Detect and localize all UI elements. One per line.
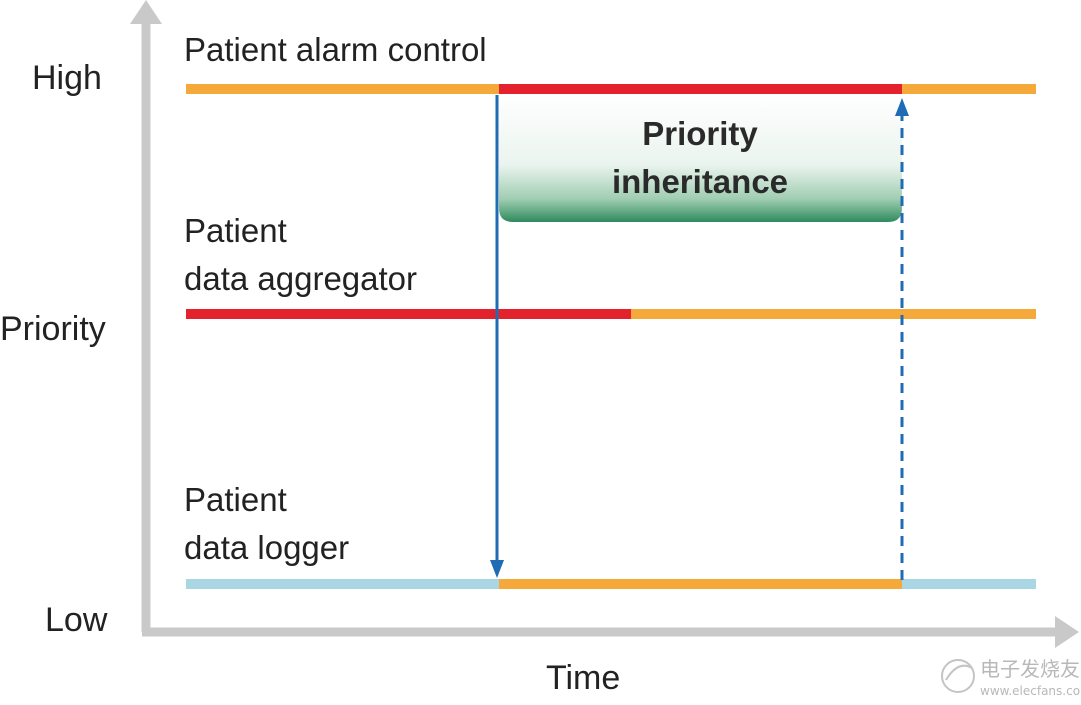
priority-restore-arrow xyxy=(895,98,909,580)
priority-inheritance-text-line1: Priority xyxy=(642,115,758,152)
priority-drop-arrow xyxy=(490,95,504,578)
high-label: High xyxy=(32,59,102,97)
low-label: Low xyxy=(45,601,108,639)
x-axis-arrowhead xyxy=(1055,616,1079,648)
aggregator-label-line1: Patient xyxy=(184,212,287,249)
axes xyxy=(130,0,1079,648)
watermark-logo-icon xyxy=(941,659,975,693)
priority-inheritance-box: Priority inheritance xyxy=(499,95,902,222)
watermark: 电子发烧友 www.elecfans.com xyxy=(941,657,1081,698)
priority-inheritance-box-shape xyxy=(499,95,902,222)
watermark-logo-swoosh xyxy=(945,664,973,681)
logger-label-line1: Patient xyxy=(184,481,287,518)
alarm-control-label: Patient alarm control xyxy=(184,31,487,68)
watermark-text-cn: 电子发烧友 xyxy=(980,657,1080,681)
logger-label-line2: data logger xyxy=(184,529,349,566)
priority-inheritance-text-line2: inheritance xyxy=(612,163,788,200)
priority-drop-arrowhead xyxy=(490,560,504,578)
y-axis-arrowhead xyxy=(130,0,162,24)
priority-restore-arrowhead xyxy=(895,98,909,116)
watermark-text-url: www.elecfans.com xyxy=(980,684,1081,698)
aggregator-label-line2: data aggregator xyxy=(184,260,417,297)
priority-label: Priority xyxy=(0,310,106,348)
time-label: Time xyxy=(546,659,620,697)
